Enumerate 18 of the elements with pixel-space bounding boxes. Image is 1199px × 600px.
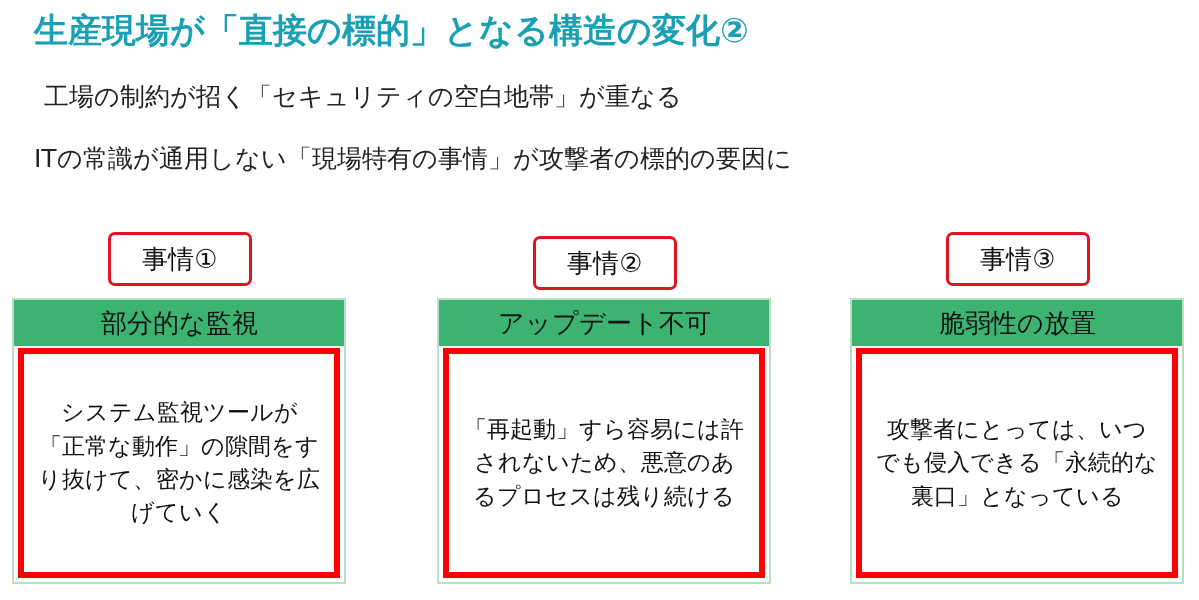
body-text: 攻撃者にとっては、いつでも侵入できる「永続的な裏口」となっている [876,415,1158,511]
slide-title: 生産現場が「直接の標的」となる構造の変化② [34,9,749,52]
body-text: システム監視ツールが「正常な動作」の隙間をすり抜けて、密かに感染を広げていく [38,398,320,528]
card-header: 部分的な監視 [14,300,344,346]
category-card [12,298,346,584]
card-header: 脆弱性の放置 [852,300,1182,346]
card-header: アップデート不可 [439,300,769,346]
body-text: 「再起動」すら容易には許されないため、悪意のあるプロセスは残り続ける [463,415,745,511]
subtitle-text: 工場の制約が招く「セキュリティの空白地帯」が重なる [44,81,682,113]
label-tag: 事情② [533,236,677,290]
category-card [850,298,1184,584]
label-tag: 事情① [108,232,252,286]
subtitle-text: ITの常識が通用しない「現場特有の事情」が攻撃者の標的の要因に [34,143,792,175]
content-box [18,348,340,578]
content-box [856,348,1178,578]
category-card [437,298,771,584]
content-box [443,348,765,578]
label-tag: 事情③ [946,232,1090,286]
